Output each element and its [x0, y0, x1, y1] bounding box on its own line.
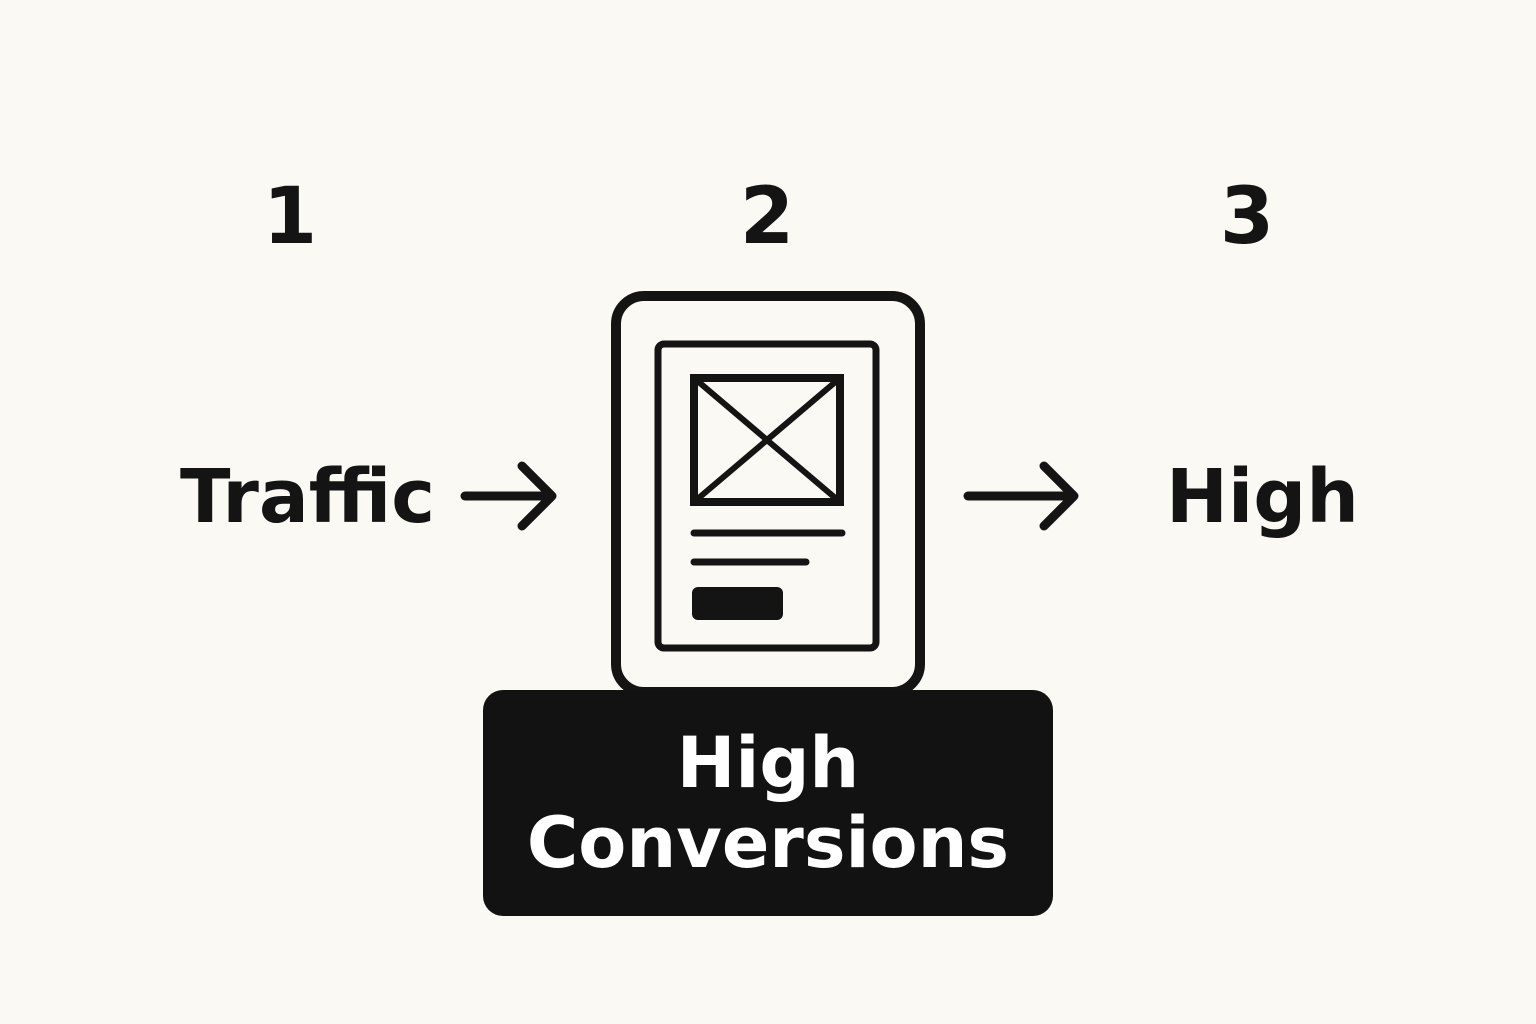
right-arrow-icon [963, 461, 1079, 531]
step-number-3: 3 [1219, 172, 1275, 262]
step-number-2: 2 [739, 172, 795, 262]
step-number-1: 1 [262, 172, 318, 262]
traffic-label: Traffic [180, 454, 436, 540]
right-arrow-icon [460, 461, 557, 531]
landing-page-icon [611, 291, 925, 697]
image-placeholder-icon [690, 374, 844, 506]
result-line-1: High [676, 722, 860, 804]
result-line-2: Conversions [526, 802, 1010, 884]
high-conversions-box: High Conversions [483, 690, 1053, 916]
cta-button-shape [692, 587, 783, 620]
high-label: High [1166, 454, 1359, 540]
